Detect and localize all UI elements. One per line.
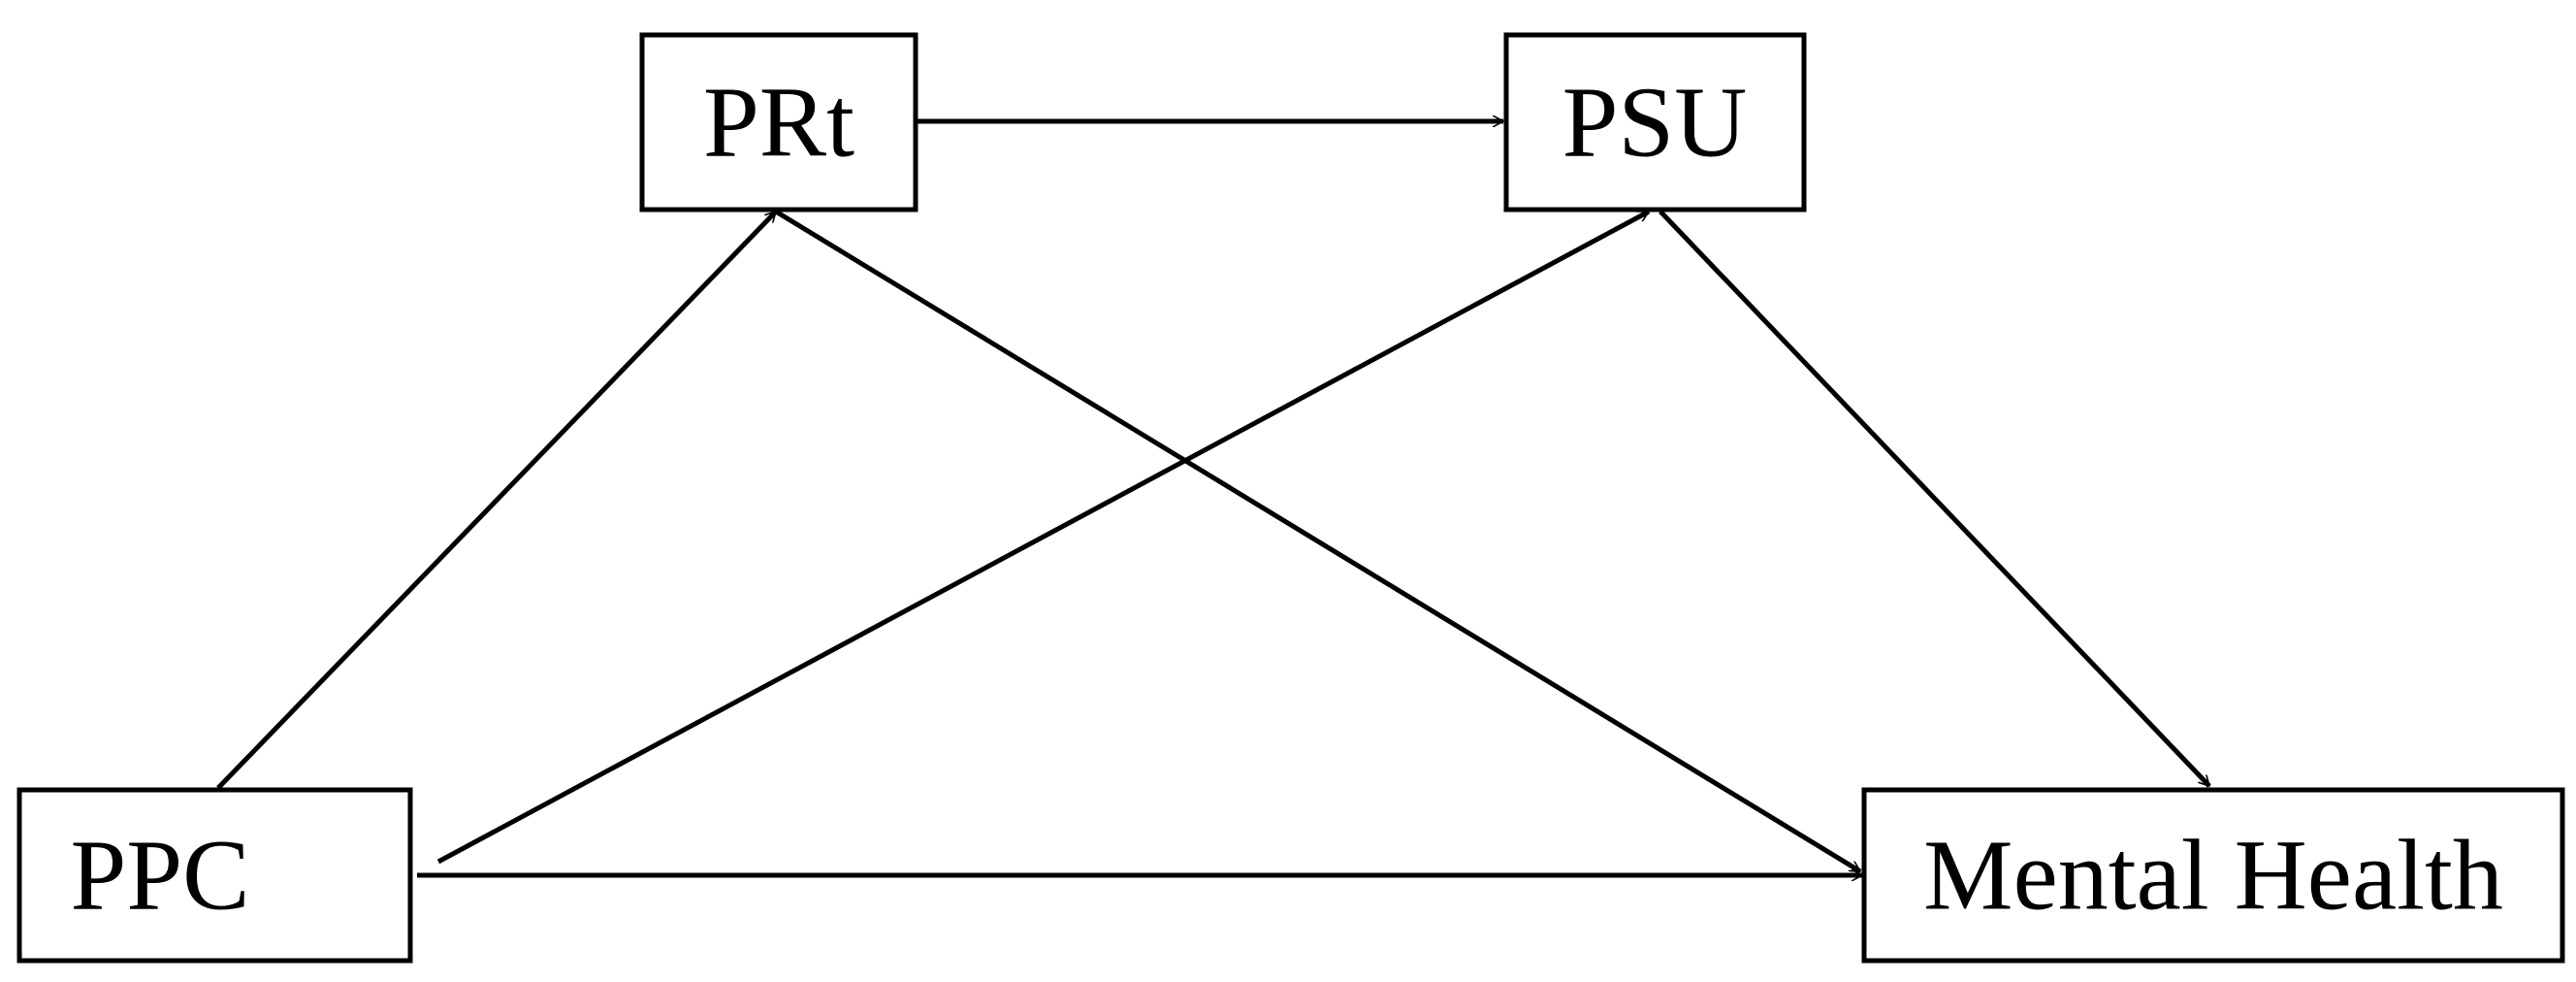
node-prt: PRt — [639, 32, 918, 213]
edge-ppc-to-prt — [216, 210, 778, 790]
node-mental-health-label: Mental Health — [1923, 820, 2503, 932]
node-mental-health: Mental Health — [1861, 787, 2565, 964]
node-psu-box — [1503, 32, 1807, 213]
node-ppc-box — [16, 787, 413, 964]
edge-psu-to-mental-health — [1658, 210, 2211, 788]
node-psu-label: PSU — [1562, 67, 1748, 179]
node-prt-label: PRt — [703, 67, 854, 179]
node-psu: PSU — [1503, 32, 1807, 213]
node-mental-health-box — [1861, 787, 2565, 964]
edges-group — [216, 121, 2211, 875]
node-ppc-label: PPC — [70, 820, 249, 932]
edge-prt-to-mental-health — [774, 209, 1860, 874]
edge-ppc-to-psu — [436, 209, 1649, 865]
node-prt-box — [639, 32, 918, 213]
node-ppc: PPC — [16, 787, 413, 964]
